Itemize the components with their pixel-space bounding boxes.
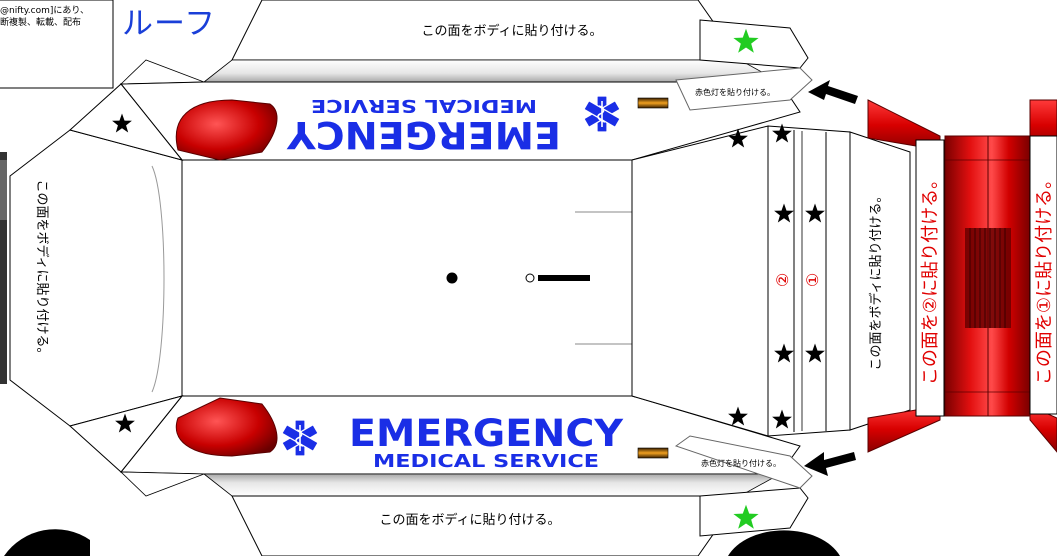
attach-to-1-label: この面を①に貼り付ける。 <box>1034 171 1055 385</box>
emergency-sub-bottom: MEDICAL SERVICE <box>373 451 599 472</box>
emergency-sub-top: MEDICAL SERVICE <box>311 95 537 116</box>
wheel-left <box>4 529 90 556</box>
tab-attach-1 <box>1029 135 1057 415</box>
copyright-line-2: 断複製、転載、配布 <box>0 18 82 28</box>
attach-body-bottom-label: この面をボディに貼り付ける。 <box>379 512 560 528</box>
light-bottom-label: 赤色灯を貼り付ける。 <box>701 458 781 468</box>
roof-title: ルーフ <box>122 6 217 42</box>
mark-1-label: ① <box>803 273 822 287</box>
amber-lamp-bottom <box>637 447 669 459</box>
amber-lamp-top <box>637 97 669 109</box>
attach-body-top-label: この面をボディに貼り付ける。 <box>421 23 602 39</box>
bottom-glue-flap <box>231 495 741 556</box>
left-photo-strip <box>0 152 7 384</box>
light-top-label: 赤色灯を貼り付ける。 <box>695 87 775 97</box>
attach-to-2-label: この面を②に貼り付ける。 <box>920 171 941 385</box>
arrow-icon <box>804 452 856 476</box>
emergency-title-top: EMERGENCY <box>286 113 561 156</box>
emergency-title-bottom: EMERGENCY <box>349 412 624 455</box>
red-lamp-lens-top <box>175 99 278 161</box>
tab-attach-2 <box>915 139 945 417</box>
attach-body-left-label: この面をボディに貼り付ける。 <box>34 179 50 360</box>
hole-dot-left <box>446 272 458 284</box>
mark-2-label: ② <box>773 273 792 287</box>
copyright-note: @nifty.com]にあり、 断複製、転載、配布 <box>0 5 110 29</box>
right-glue-flap <box>849 131 911 431</box>
hole-dot-right <box>525 273 535 283</box>
red-lamp-lens-bottom <box>175 397 278 457</box>
antenna-slot <box>538 275 590 281</box>
wheel-right <box>728 530 840 556</box>
arrow-icon <box>808 80 858 104</box>
attach-body-right-label: この面をボディに貼り付ける。 <box>868 189 884 370</box>
bottom-roof-edge <box>202 473 781 497</box>
copyright-line-1: @nifty.com]にあり、 <box>0 6 90 16</box>
front-slope <box>631 125 769 437</box>
copyright-box <box>0 0 114 89</box>
